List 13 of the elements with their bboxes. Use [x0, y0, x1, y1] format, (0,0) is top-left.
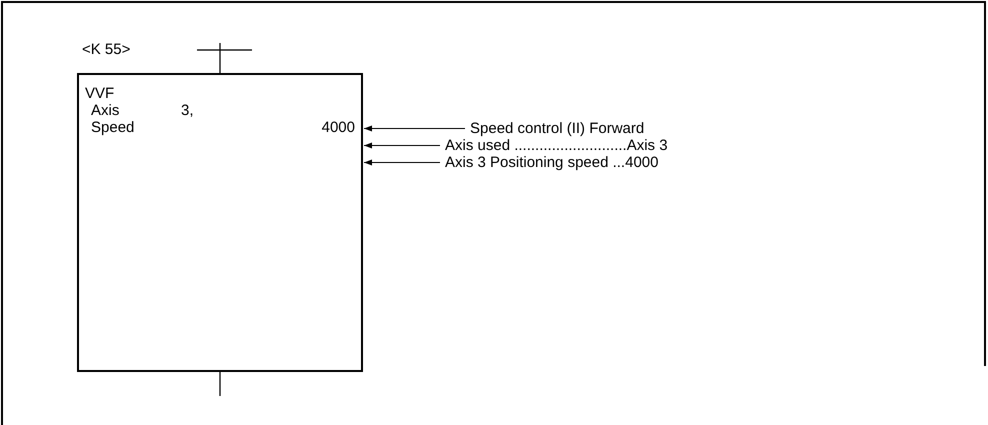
arrow	[364, 142, 440, 148]
instruction-text: 3,	[181, 102, 194, 120]
arrow	[364, 160, 440, 166]
instruction-text: VVF	[85, 85, 114, 103]
instruction-text: 4000	[322, 119, 355, 137]
instruction-text: Speed	[91, 119, 134, 137]
annotation-text: Speed control (II) Forward	[470, 119, 644, 138]
arrow	[364, 126, 466, 132]
annotation-text: Axis 3 Positioning speed ...4000	[445, 153, 658, 172]
instruction-text: Axis	[91, 102, 120, 120]
annotation-text: Axis used ...........................Axis 3	[445, 136, 668, 155]
instruction-box	[77, 73, 363, 372]
step-label: <K 55>	[82, 41, 130, 59]
